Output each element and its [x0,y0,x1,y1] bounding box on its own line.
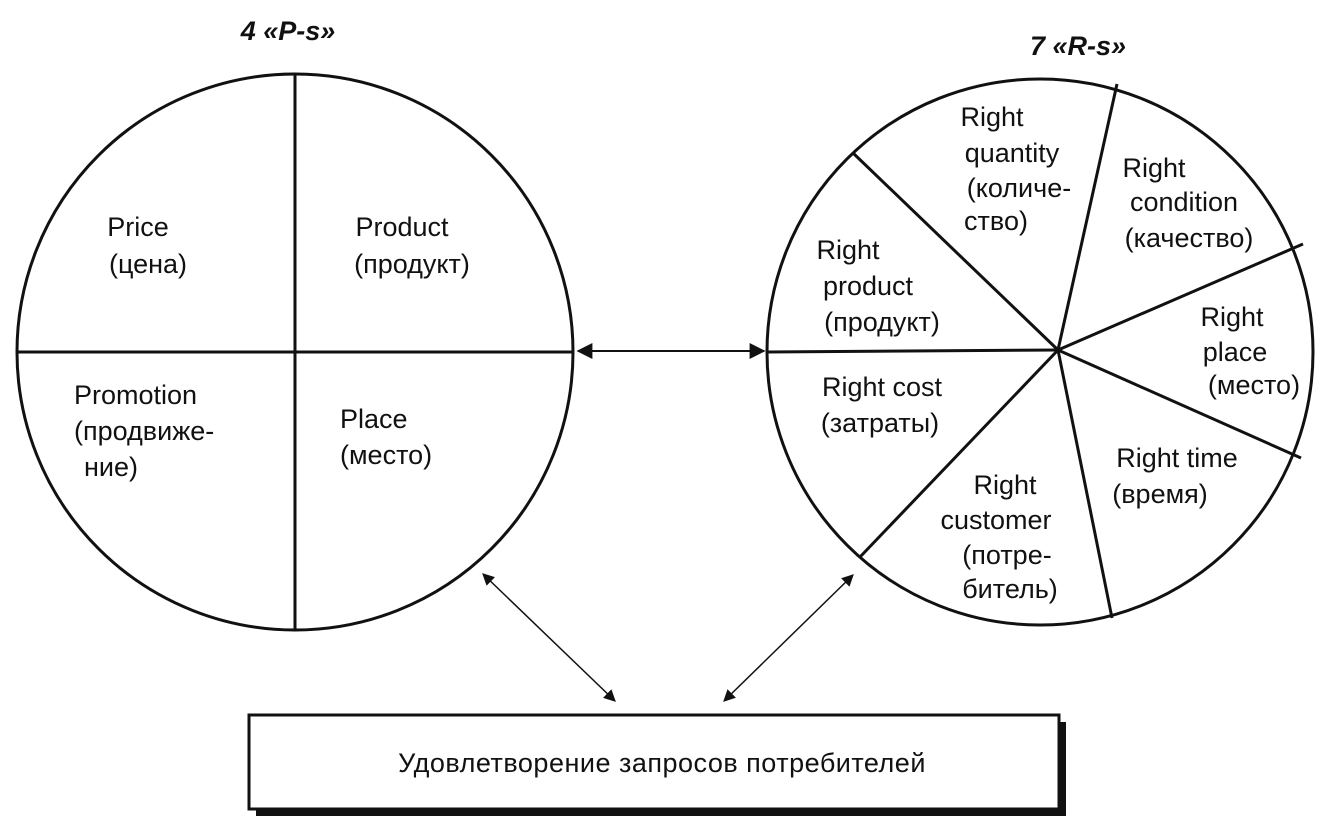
svg-text:Promotion: Promotion [74,380,197,410]
segment-place-line-2: place [1203,337,1268,367]
segment-quantity-line-3: (количе- [967,173,1071,203]
svg-text:condition: condition [1130,187,1238,217]
segment-customer-line-3: (потре- [962,540,1051,570]
svg-text:Place: Place [340,404,408,434]
customer-satisfaction-box: Удовлетворение запросов потребителей [247,713,1066,816]
segment-quantity-line-2: quantity [965,138,1060,168]
segment-quantity-line-1: Right [960,102,1024,132]
segment-product-line-2: product [823,271,914,301]
svg-text:place: place [1203,337,1268,367]
quadrant-price-line-1: Price [107,212,169,242]
segment-cost-line-2: (затраты) [821,408,939,438]
svg-text:Right: Right [1200,302,1264,332]
svg-text:quantity: quantity [965,138,1060,168]
quadrant-place: Place (место) [340,404,432,470]
right-circle-7r [765,77,1315,627]
quadrant-place-line-2: (место) [340,440,432,470]
svg-text:ство): ство) [964,206,1028,236]
svg-text:product: product [823,271,914,301]
svg-text:(потре-: (потре- [962,540,1051,570]
segment-right-time: Right time (время) [1112,443,1238,509]
svg-text:Product: Product [355,212,449,242]
quadrant-promotion-line-3: ние) [84,452,138,482]
segment-customer-line-2: customer [940,505,1051,535]
quadrant-promotion-line-2: (продвиже- [74,416,214,446]
quadrant-product-line-2: (продукт) [354,249,470,279]
segment-condition-line-3: (качество) [1125,223,1254,253]
segment-quantity-line-4: ство) [964,206,1028,236]
segment-right-product: Right product (продукт) [816,235,939,337]
segment-place-line-1: Right [1200,302,1264,332]
segment-condition-line-1: Right [1122,153,1186,183]
segment-right-condition: Right condition (качество) [1122,153,1253,253]
right-title: 7 «R-s» [1030,31,1126,61]
svg-text:(место): (место) [340,440,432,470]
segment-place-line-3: (место) [1208,370,1300,400]
segment-condition-line-2: condition [1130,187,1238,217]
left-circle-4p [15,72,575,632]
segment-right-quantity: Right quantity (количе- ство) [960,102,1071,236]
svg-text:Right time: Right time [1116,443,1238,473]
svg-text:Right cost: Right cost [822,372,943,402]
svg-text:(цена): (цена) [109,249,187,279]
svg-text:Price: Price [107,212,169,242]
arrow-right-circle-to-box [723,574,854,702]
svg-text:(качество): (качество) [1125,223,1254,253]
quadrant-promotion-line-1: Promotion [74,380,197,410]
segment-right-place: Right place (место) [1200,302,1300,400]
svg-text:(затраты): (затраты) [821,408,939,438]
segment-right-customer: Right customer (потре- битель) [940,470,1057,604]
svg-text:(место): (место) [1208,370,1300,400]
quadrant-place-line-1: Place [340,404,408,434]
svg-text:битель): битель) [962,574,1058,604]
quadrant-price: Price (цена) [107,212,187,279]
svg-text:Right: Right [1122,153,1186,183]
segment-time-line-1: Right time [1116,443,1238,473]
segment-customer-line-1: Right [973,470,1037,500]
svg-text:customer: customer [940,505,1051,535]
svg-text:(продвиже-: (продвиже- [74,416,214,446]
quadrant-product: Product (продукт) [354,212,470,279]
segment-customer-line-4: битель) [962,574,1058,604]
svg-text:Right: Right [960,102,1024,132]
segment-right-cost: Right cost (затраты) [821,372,943,438]
quadrant-product-line-1: Product [355,212,449,242]
segment-time-line-2: (время) [1112,479,1208,509]
quadrant-price-line-2: (цена) [109,249,187,279]
customer-satisfaction-label: Удовлетворение запросов потребителей [398,748,926,778]
svg-text:Right: Right [973,470,1037,500]
svg-text:(время): (время) [1112,479,1208,509]
svg-text:(количе-: (количе- [967,173,1071,203]
segment-product-line-1: Right [816,235,880,265]
arrow-left-circle-to-box [482,573,616,702]
svg-text:(продукт): (продукт) [354,249,470,279]
svg-text:Right: Right [816,235,880,265]
left-title: 4 «P-s» [240,16,336,46]
svg-text:ние): ние) [84,452,138,482]
svg-text:(продукт): (продукт) [824,307,940,337]
segment-product-line-3: (продукт) [824,307,940,337]
segment-cost-line-1: Right cost [822,372,943,402]
quadrant-promotion: Promotion (продвиже- ние) [74,380,214,482]
